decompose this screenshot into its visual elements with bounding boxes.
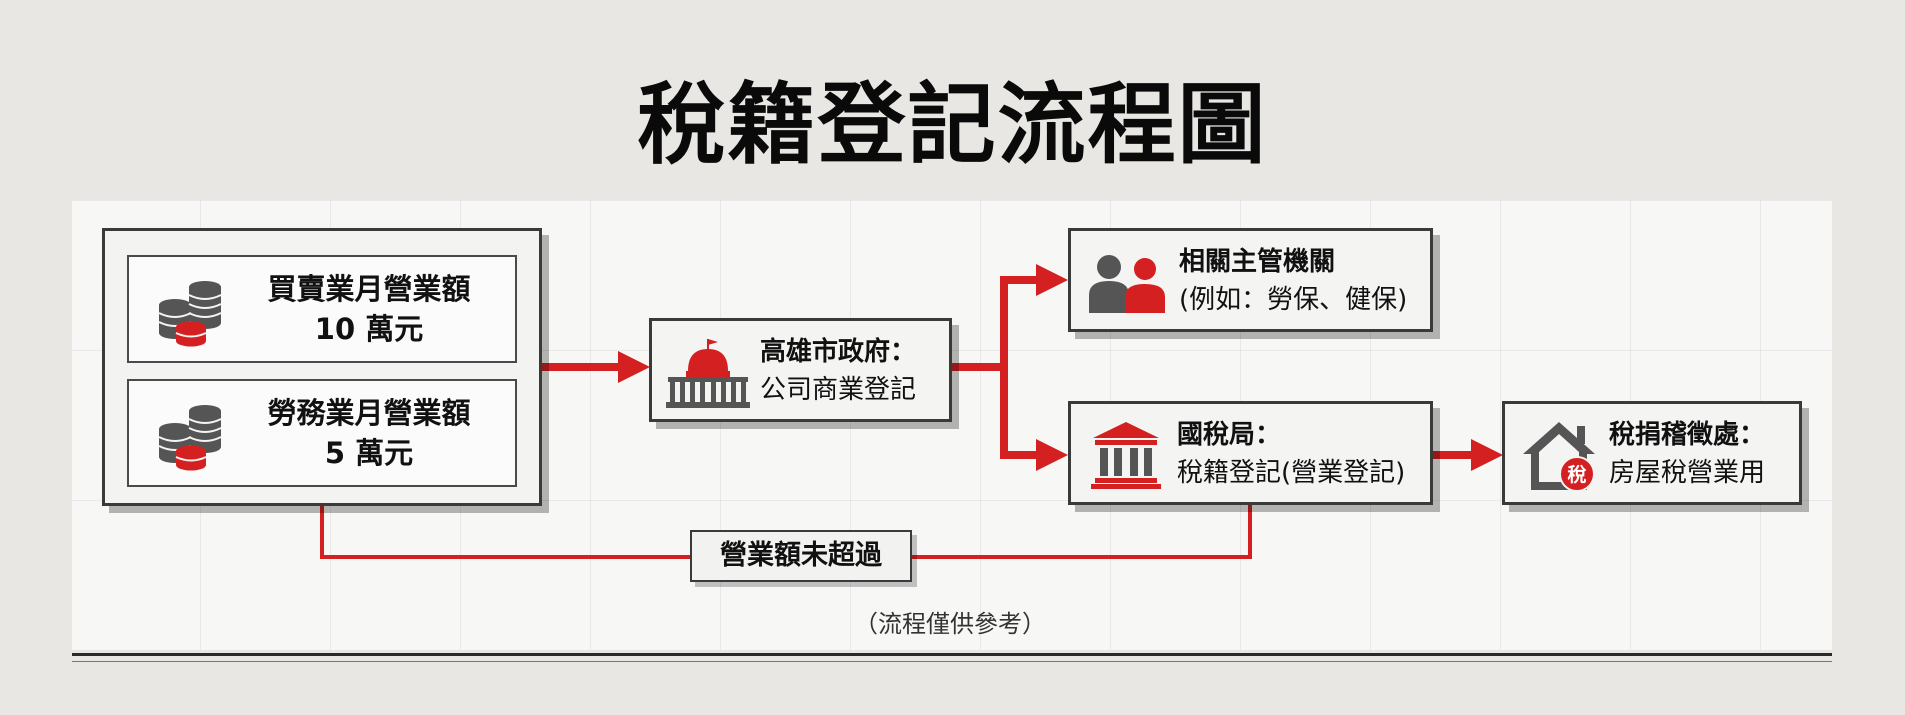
related-agencies-title: 相關主管機關 xyxy=(1179,247,1336,277)
arrow-gov-to-tax xyxy=(1000,367,1068,471)
national-tax-bureau-box: 國稅局： 稅籍登記(營業登記) xyxy=(1068,401,1433,505)
house-tax-icon: 稅 xyxy=(1523,422,1595,492)
city-government-subtitle: 公司商業登記 xyxy=(760,375,917,405)
coin-stack-icon xyxy=(158,281,222,347)
divider-line xyxy=(72,653,1832,656)
trading-revenue-label: 買賣業月營業額 10 萬元 xyxy=(234,269,504,349)
trading-revenue-amount: 10 萬元 xyxy=(314,312,424,346)
trading-revenue-title: 買賣業月營業額 xyxy=(267,272,471,306)
tax-badge xyxy=(1559,456,1595,492)
coin-stack-icon xyxy=(158,405,222,471)
divider-line-thin xyxy=(72,661,1832,662)
city-government-text: 高雄市政府： 公司商業登記 xyxy=(760,333,916,409)
related-agencies-text: 相關主管機關 (例如：勞保、健保) xyxy=(1179,243,1407,319)
tax-collection-office-subtitle: 房屋稅營業用 xyxy=(1609,458,1766,488)
trading-revenue-card: 買賣業月營業額 10 萬元 xyxy=(127,255,517,363)
tax-collection-office-title: 稅捐稽徵處： xyxy=(1609,420,1766,450)
people-icon xyxy=(1089,255,1165,313)
national-tax-bureau-subtitle: 稅籍登記(營業登記) xyxy=(1177,458,1406,488)
city-government-title: 高雄市政府： xyxy=(760,337,917,367)
service-revenue-amount: 5 萬元 xyxy=(324,436,414,470)
page-title: 稅籍登記流程圖 xyxy=(637,73,1268,176)
service-revenue-card: 勞務業月營業額 5 萬元 xyxy=(127,379,517,487)
capitol-building-icon xyxy=(666,339,750,408)
threshold-label: 營業額未超過 xyxy=(690,530,912,582)
arrow-gov-to-agency xyxy=(952,264,1068,371)
related-agencies-box: 相關主管機關 (例如：勞保、健保) xyxy=(1068,228,1433,332)
bank-building-icon xyxy=(1091,422,1161,489)
revenue-threshold-box: 買賣業月營業額 10 萬元 xyxy=(102,228,542,506)
tax-badge-label: 稅 xyxy=(1567,463,1586,486)
service-revenue-label: 勞務業月營業額 5 萬元 xyxy=(234,393,504,473)
service-revenue-title: 勞務業月營業額 xyxy=(267,396,471,430)
footnote: （流程僅供參考） xyxy=(854,610,1046,638)
national-tax-bureau-title: 國稅局： xyxy=(1177,420,1282,450)
related-agencies-subtitle: (例如：勞保、健保) xyxy=(1179,285,1408,315)
tax-collection-office-text: 稅捐稽徵處： 房屋稅營業用 xyxy=(1609,416,1765,492)
city-government-box: 高雄市政府： 公司商業登記 xyxy=(649,318,952,422)
tax-collection-office-box: 稅 稅捐稽徵處： 房屋稅營業用 xyxy=(1502,401,1802,505)
national-tax-bureau-text: 國稅局： 稅籍登記(營業登記) xyxy=(1177,416,1405,492)
